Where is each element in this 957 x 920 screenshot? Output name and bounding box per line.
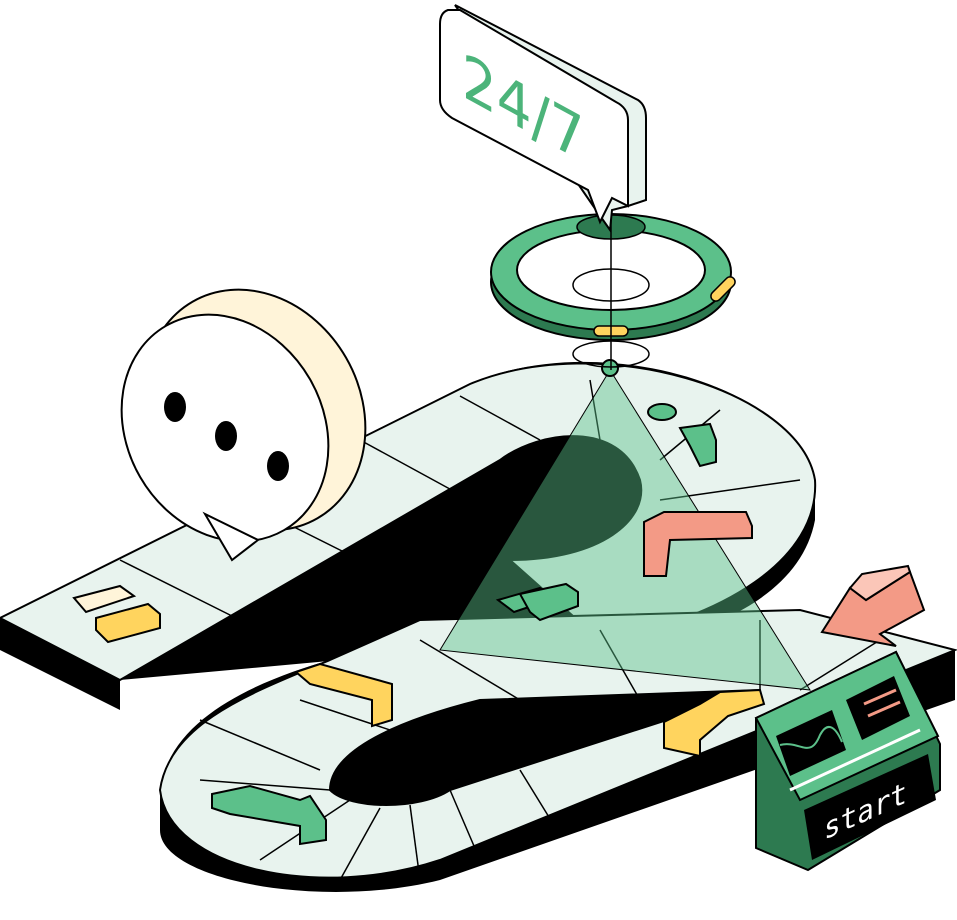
green-squiggle-piece	[211, 784, 327, 846]
arrow-icon	[820, 564, 926, 647]
ring-icon	[490, 205, 736, 370]
control-panel-icon: start	[754, 650, 941, 872]
green-piece-top	[647, 403, 717, 468]
yellow-chevron-piece	[294, 662, 393, 728]
coral-chevron-piece	[643, 511, 753, 577]
speech-bubble-icon	[120, 288, 367, 562]
beam-emitter	[601, 359, 619, 377]
yellow-piece-left	[72, 584, 161, 644]
sign-24-7: 24/7	[439, 4, 647, 233]
yellow-squiggle-piece	[663, 688, 766, 758]
green-piece-beam	[495, 582, 579, 622]
